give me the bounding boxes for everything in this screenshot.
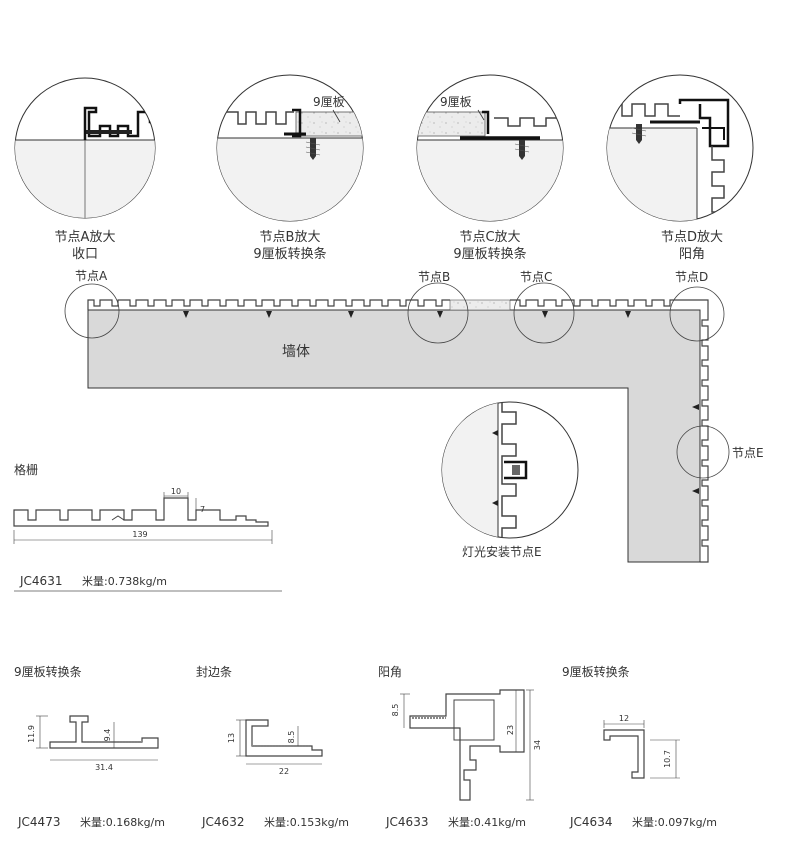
detail-a-caption-2: 收口 — [72, 247, 98, 262]
node-a-label: 节点A — [75, 269, 108, 283]
detail-c-caption-2: 9厘板转换条 — [453, 246, 526, 262]
detail-b-leader — [332, 109, 341, 123]
profile-1-weight: 米量:0.168kg/m — [80, 816, 165, 829]
detail-c-board-label: 9厘板 — [440, 95, 472, 109]
grille-weight: 米量:0.738kg/m — [82, 575, 167, 588]
profile-3-title: 阳角 — [378, 665, 402, 679]
profile-3-code: JC4633 — [385, 815, 428, 829]
profile-4-dimensions — [603, 720, 680, 779]
wall-plan — [87, 299, 709, 563]
profile-2-dim-a: 13 — [227, 733, 236, 743]
profile-2-dim-c: 22 — [279, 767, 289, 776]
detail-e-circle — [441, 401, 579, 539]
detail-d-caption-2: 阳角 — [679, 247, 705, 262]
detail-a-caption-1: 节点A放大 — [55, 230, 116, 245]
profile-4-dim-b: 10.7 — [663, 750, 672, 768]
profile-1-dim-a: 11.9 — [27, 725, 36, 743]
node-e-label: 节点E — [732, 446, 764, 460]
detail-c-circle — [416, 74, 564, 222]
profile-2-title: 封边条 — [196, 665, 232, 679]
wall-label: 墙体 — [282, 344, 310, 360]
grille-profile — [13, 497, 269, 527]
profile-2-shape — [245, 719, 323, 757]
profile-2-dimensions — [236, 719, 322, 765]
grille-side-dim: 7 — [200, 505, 205, 514]
grille-title: 格栅 — [14, 462, 38, 477]
detail-d-caption-1: 节点D放大 — [661, 230, 723, 245]
node-e-marker — [676, 425, 730, 479]
detail-a-circle — [14, 77, 156, 219]
profile-1-dimensions — [36, 715, 158, 761]
detail-e-caption: 灯光安装节点E — [462, 544, 542, 559]
detail-d-circle — [606, 74, 754, 222]
profile-4-weight: 米量:0.097kg/m — [632, 816, 717, 829]
detail-b-board-label: 9厘板 — [313, 95, 345, 109]
detail-c-caption-1: 节点C放大 — [459, 230, 520, 245]
node-b-label: 节点B — [418, 270, 450, 284]
profile-4-title: 9厘板转换条 — [562, 664, 630, 679]
profile-2-dim-b: 8.5 — [287, 731, 296, 744]
detail-c-leader — [477, 109, 485, 121]
profile-1-code: JC4473 — [17, 815, 60, 829]
node-c-label: 节点C — [520, 270, 552, 284]
node-b-marker — [407, 282, 469, 344]
profile-2-weight: 米量:0.153kg/m — [264, 816, 349, 829]
grille-dimensions — [13, 492, 273, 544]
grille-width-dim: 139 — [132, 530, 147, 539]
profile-3-dim-c: 34 — [533, 740, 542, 750]
profile-3-dim-a: 8.5 — [391, 704, 400, 717]
profile-1-title: 9厘板转换条 — [14, 664, 82, 679]
profile-3-shape — [409, 689, 525, 801]
detail-b-caption-1: 节点B放大 — [260, 230, 321, 245]
grille-top-dim: 10 — [171, 487, 181, 496]
profile-3-dimensions — [400, 689, 534, 801]
profile-1-dim-b: 9.4 — [103, 729, 112, 742]
grille-code: JC4631 — [19, 574, 62, 588]
node-d-marker — [669, 286, 725, 342]
profile-1-dim-c: 31.4 — [95, 763, 113, 772]
profile-4-dim-a: 12 — [619, 714, 629, 723]
profile-3-weight: 米量:0.41kg/m — [448, 816, 526, 829]
profile-2-code: JC4632 — [201, 815, 244, 829]
profile-1-shape — [49, 715, 159, 749]
profile-4-code: JC4634 — [569, 815, 612, 829]
detail-b-caption-2: 9厘板转换条 — [253, 246, 326, 262]
node-a-marker — [64, 283, 120, 339]
node-d-label: 节点D — [675, 270, 708, 284]
profile-3-dim-b: 23 — [506, 725, 515, 735]
node-c-marker — [513, 282, 575, 344]
profile-4-shape — [603, 729, 645, 779]
